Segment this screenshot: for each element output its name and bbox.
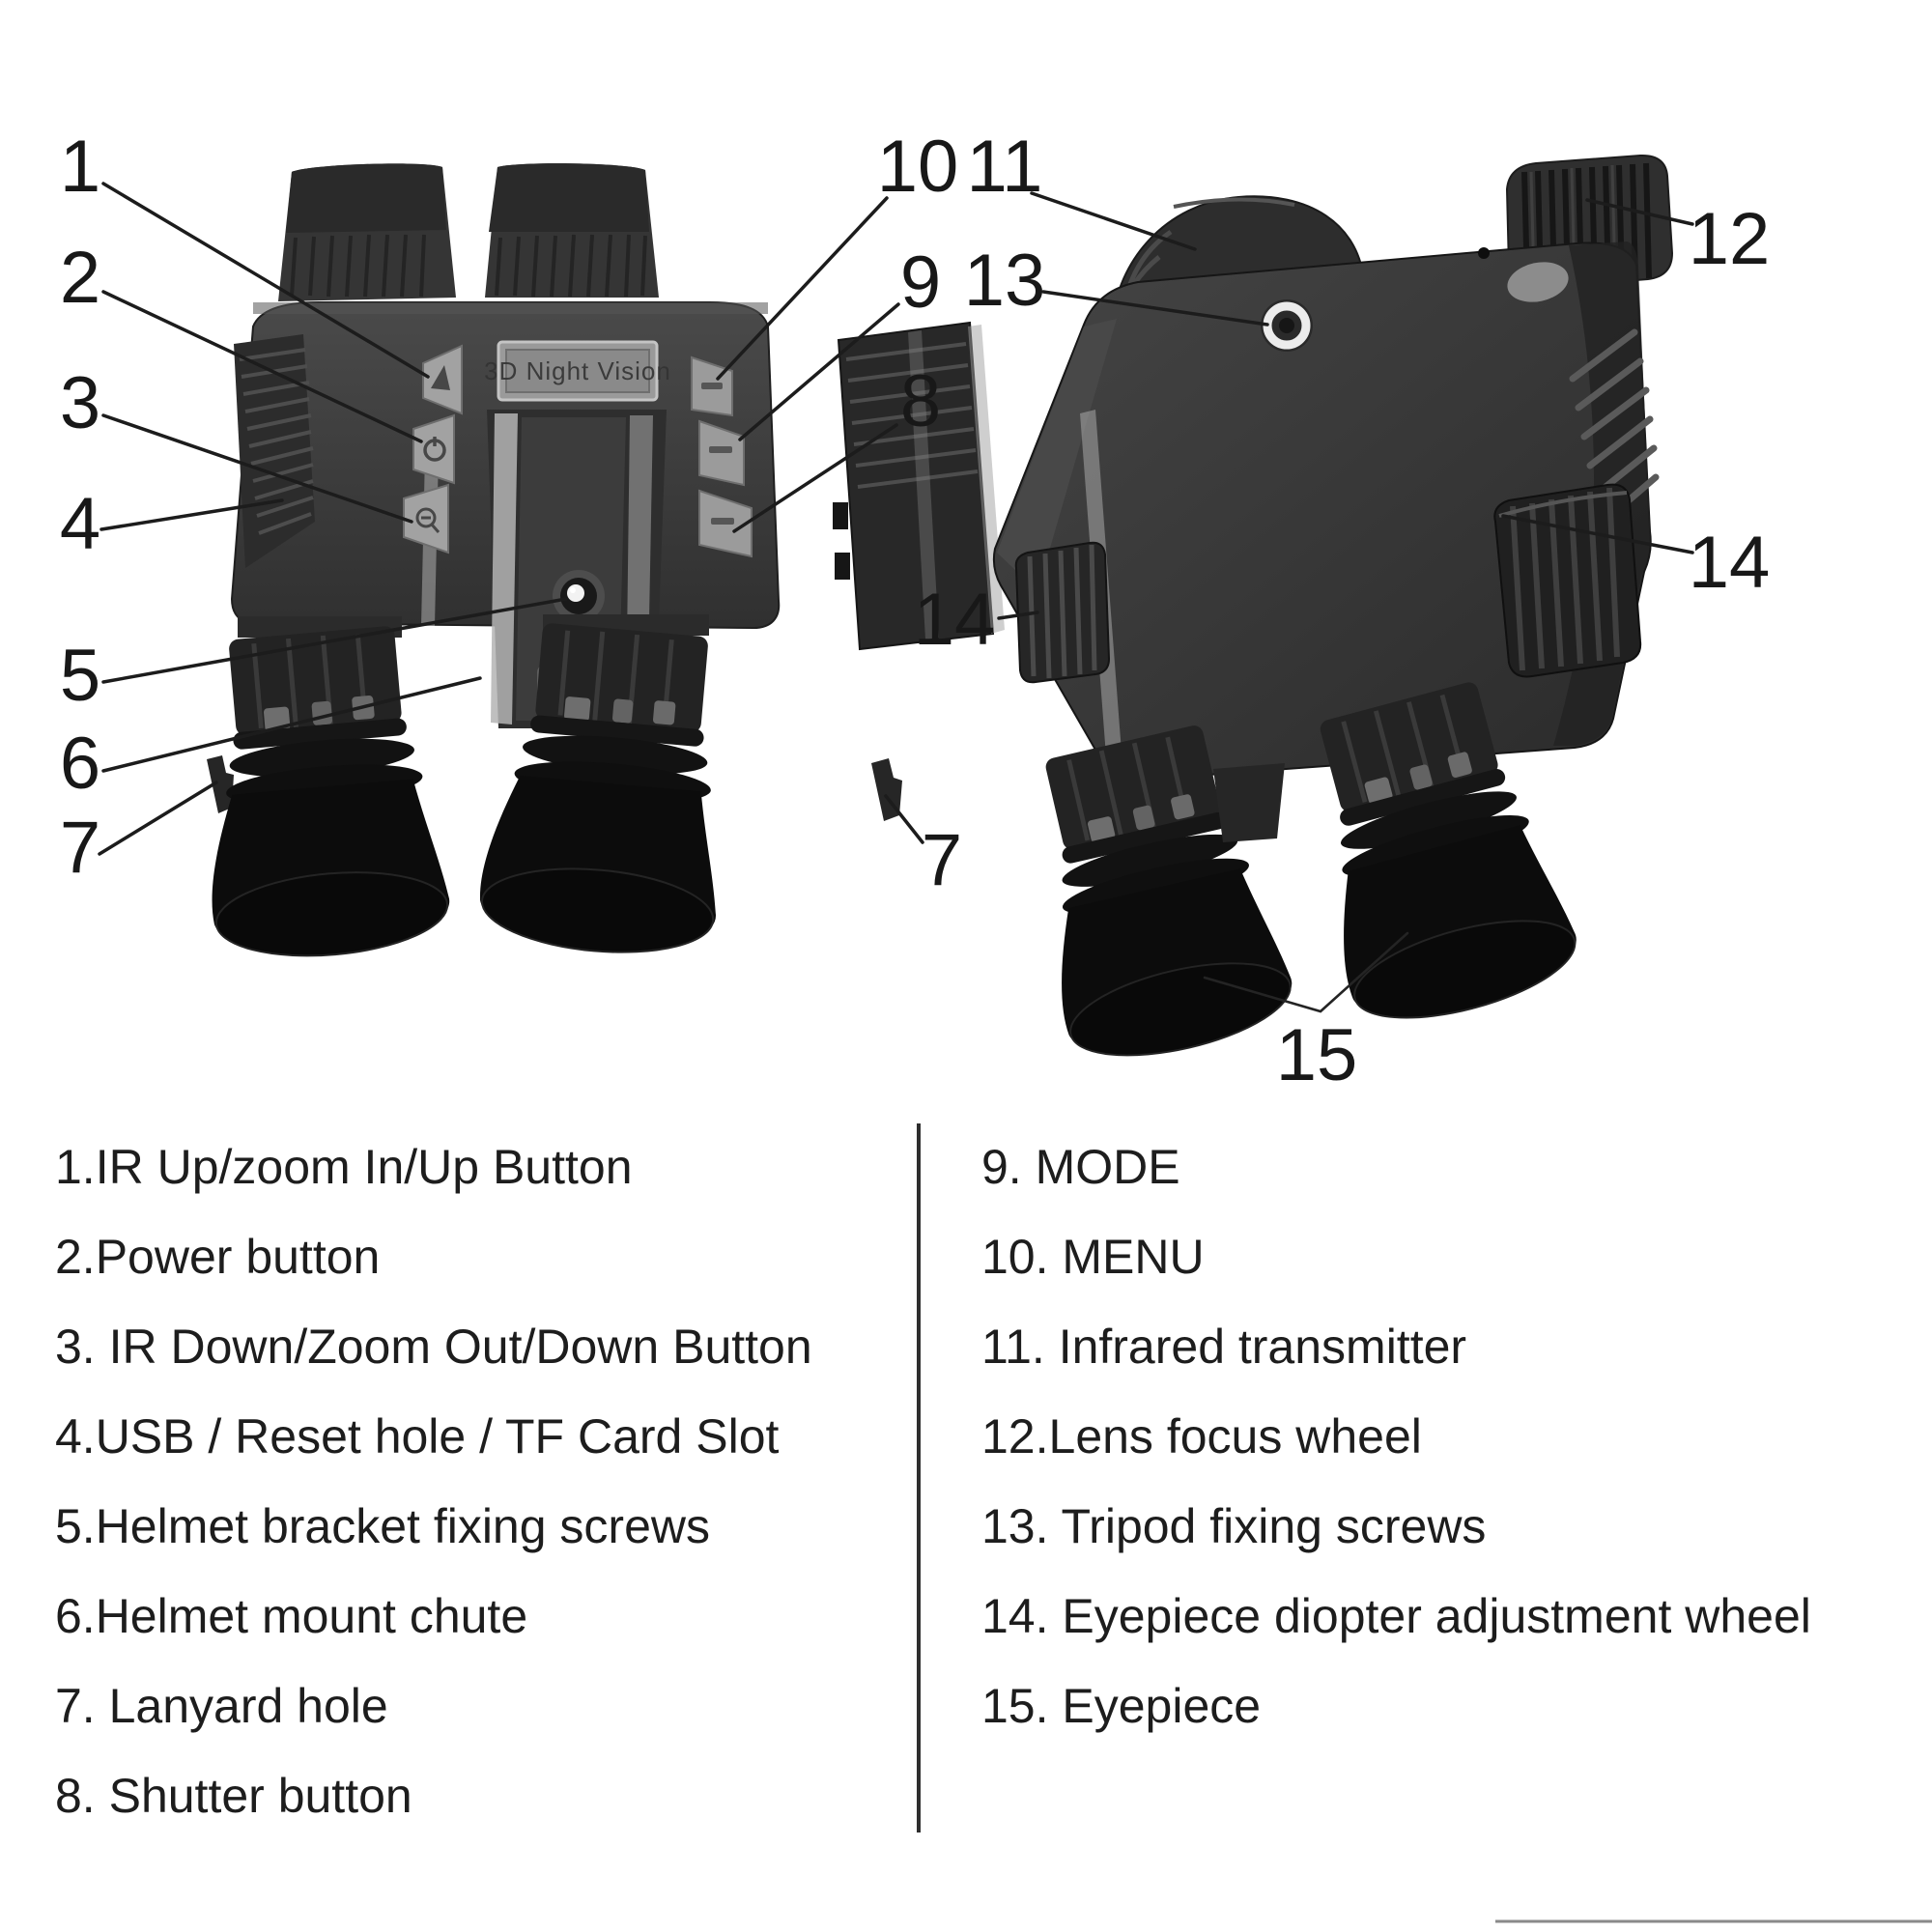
diopter-wheel-left <box>1014 541 1111 684</box>
objective-barrel-right <box>485 163 659 298</box>
leader-line-9 <box>738 302 900 441</box>
callout-7-right: 7 <box>922 819 962 901</box>
legend-item-1: 1.IR Up/zoom In/Up Button <box>55 1140 633 1194</box>
leader-lines <box>98 182 1694 1013</box>
leader-line-3 <box>101 413 413 524</box>
eyepiece-front-left <box>189 623 453 965</box>
leader-line-2 <box>101 290 423 443</box>
zoom-out-icon <box>415 507 437 528</box>
helmet-bracket-screw <box>553 570 605 622</box>
leader-line-7-right <box>884 794 924 844</box>
legend-item-7: 7. Lanyard hole <box>55 1679 388 1733</box>
between-eyepiece-tab <box>1213 763 1285 842</box>
leader-line-13 <box>1041 290 1269 327</box>
body-gloss <box>1507 262 1569 302</box>
callout-1: 1 <box>60 126 100 208</box>
callout-7-left: 7 <box>60 807 100 889</box>
leader-line-5 <box>101 597 568 684</box>
usb-reset-tf-cover <box>234 334 315 568</box>
legend-item-10: 10. MENU <box>981 1230 1205 1284</box>
body-dot <box>1478 247 1490 259</box>
legend-item-12: 12.Lens focus wheel <box>981 1409 1422 1463</box>
legend-column-left: 1.IR Up/zoom In/Up Button 2.Power button… <box>55 1140 812 1823</box>
ir-down-button <box>403 483 449 554</box>
callout-9: 9 <box>900 242 941 324</box>
callout-13: 13 <box>964 240 1046 322</box>
leader-line-14-left <box>997 611 1039 620</box>
up-arrow-icon <box>431 365 450 390</box>
side-view-device <box>833 154 1674 1073</box>
shoulder-highlight <box>253 302 768 314</box>
legend-item-3: 3. IR Down/Zoom Out/Down Button <box>55 1320 812 1374</box>
legend-column-right: 9. MODE 10. MENU 11. Infrared transmitte… <box>981 1140 1811 1733</box>
mode-button <box>698 419 745 487</box>
legend-item-15: 15. Eyepiece <box>981 1679 1261 1733</box>
leader-line-10 <box>716 196 889 381</box>
callout-3: 3 <box>60 362 100 444</box>
legend-item-9: 9. MODE <box>981 1140 1180 1194</box>
diopter-wheel-right <box>1493 483 1642 678</box>
leader-line-1 <box>101 182 430 379</box>
callout-6: 6 <box>60 723 100 805</box>
legend-item-8: 8. Shutter button <box>55 1769 412 1823</box>
lanyard-hook-left <box>207 755 234 813</box>
front-view-device: 3D Night Vision <box>189 163 902 965</box>
callout-15: 15 <box>1276 1014 1358 1096</box>
callout-12: 12 <box>1689 198 1771 280</box>
legend-item-6: 6.Helmet mount chute <box>55 1589 527 1643</box>
legend-item-5: 5.Helmet bracket fixing screws <box>55 1499 710 1553</box>
objective-barrel-left <box>278 163 456 301</box>
legend-item-14: 14. Eyepiece diopter adjustment wheel <box>981 1589 1811 1643</box>
grip-lines <box>1569 328 1660 527</box>
leader-line-15 <box>1203 931 1409 1013</box>
power-button <box>412 413 455 485</box>
leader-line-6 <box>101 676 482 773</box>
callout-14-right: 14 <box>1689 522 1771 604</box>
shutter-button <box>698 489 753 558</box>
leader-line-4 <box>99 498 284 531</box>
callout-labels: 1 2 3 4 5 6 7 7 8 9 10 11 12 13 14 14 15 <box>60 126 1770 1096</box>
leader-line-7-left <box>98 781 218 856</box>
plate-label: 3D Night Vision <box>484 356 671 385</box>
brand-plate: 3D Night Vision <box>484 340 671 402</box>
leader-line-11 <box>1030 191 1197 251</box>
ir-up-button <box>422 344 463 415</box>
legend-item-4: 4.USB / Reset hole / TF Card Slot <box>55 1409 779 1463</box>
legend-item-13: 13. Tripod fixing screws <box>981 1499 1486 1553</box>
leader-line-12 <box>1585 198 1694 226</box>
leader-line-14-right <box>1501 514 1694 554</box>
callout-10: 10 <box>877 126 959 208</box>
callout-8: 8 <box>900 360 941 442</box>
callout-11: 11 <box>967 126 1043 208</box>
callout-2: 2 <box>60 237 100 319</box>
callout-14-left: 14 <box>914 579 996 661</box>
legend-item-2: 2.Power button <box>55 1230 380 1284</box>
side-body-left-face <box>997 319 1117 591</box>
leader-line-8 <box>732 423 898 533</box>
callout-4: 4 <box>60 483 100 565</box>
callout-5: 5 <box>60 635 100 717</box>
legend-item-11: 11. Infrared transmitter <box>981 1320 1466 1374</box>
